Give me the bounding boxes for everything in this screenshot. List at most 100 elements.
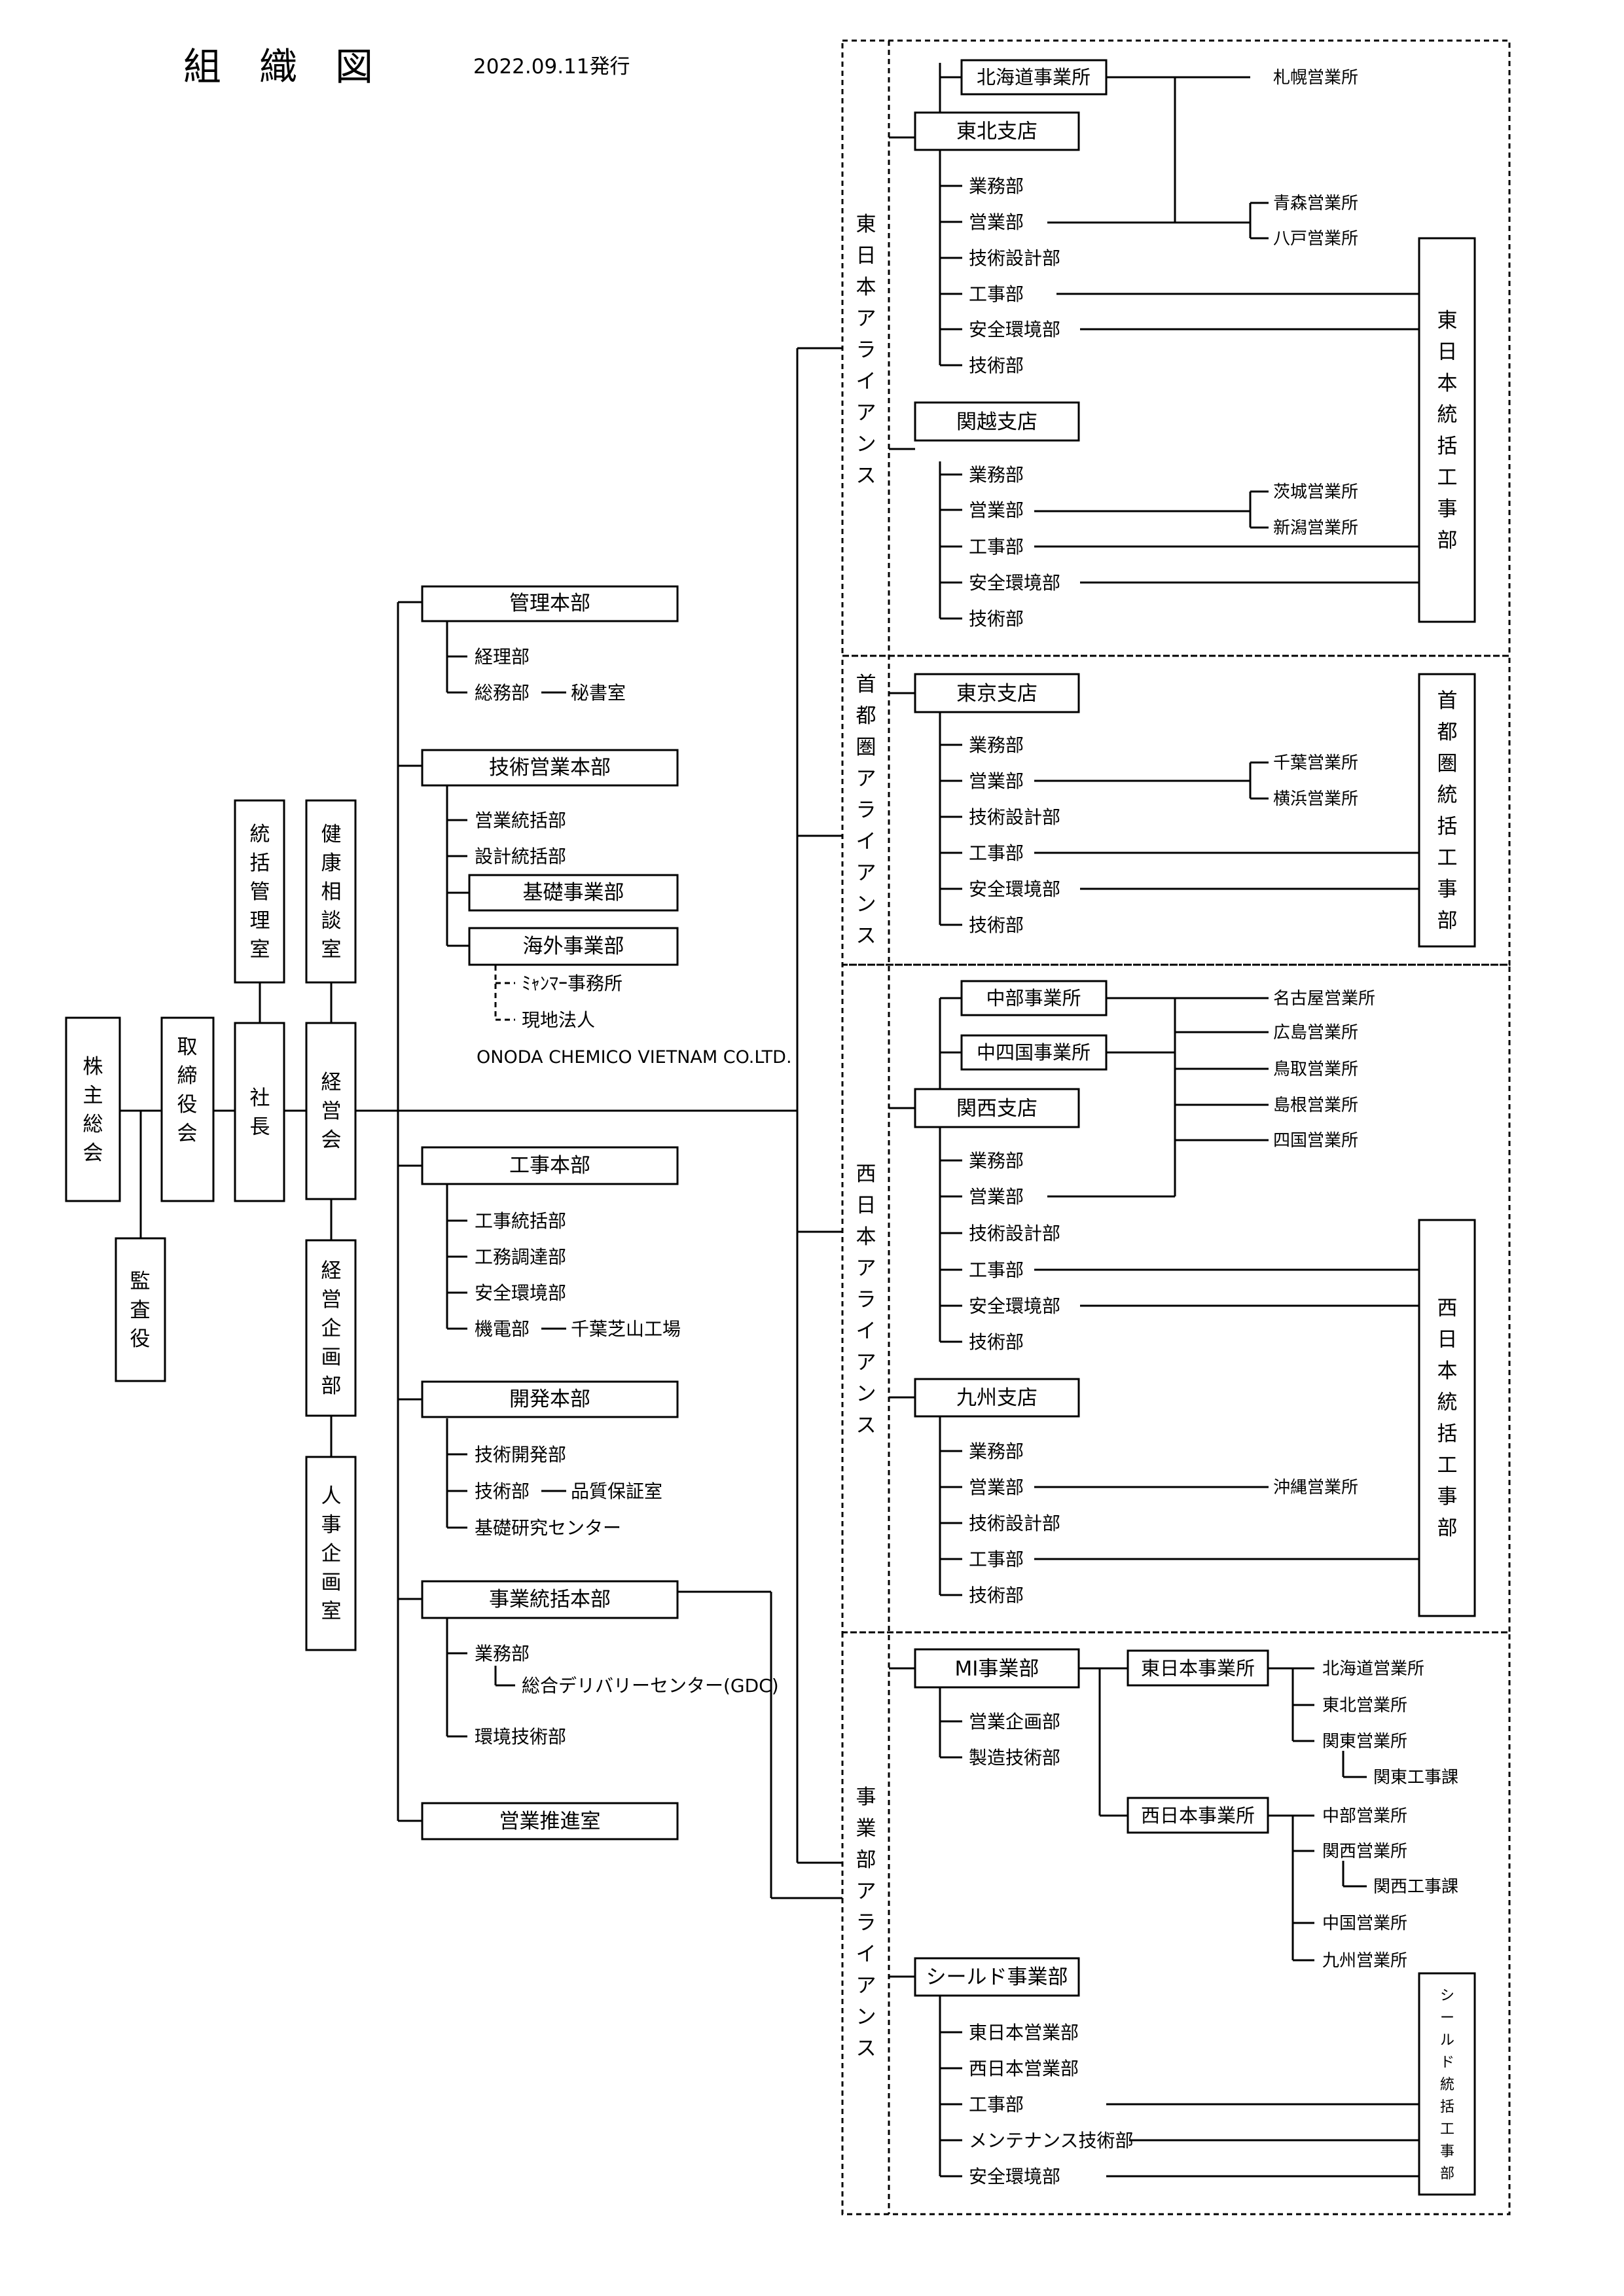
business-integration-hq-box: 事業統括本部 xyxy=(421,1580,679,1619)
gdc-center: 総合デリバリーセンター(GDC) xyxy=(522,1675,779,1696)
svg-text:業務部: 業務部 xyxy=(969,1150,1024,1172)
svg-text:中部事業所: 中部事業所 xyxy=(986,987,1081,1009)
local-subsidiary: 現地法人 xyxy=(522,1009,595,1031)
svg-text:技術営業本部: 技術営業本部 xyxy=(489,756,611,780)
svg-text:工事部: 工事部 xyxy=(969,1259,1024,1281)
overseas-division-box: 海外事業部 xyxy=(468,927,679,966)
basic-research-center: 基礎研究センター xyxy=(475,1517,621,1539)
svg-text:メンテナンス技術部: メンテナンス技術部 xyxy=(969,2130,1133,2151)
svg-text:シールド事業部: シールド事業部 xyxy=(926,1965,1068,1989)
shield-division-box: シールド事業部 xyxy=(914,1957,1080,1997)
svg-text:業務部: 業務部 xyxy=(969,464,1024,486)
svg-text:広島営業所: 広島営業所 xyxy=(1273,1023,1358,1043)
svg-text:安全環境部: 安全環境部 xyxy=(969,572,1060,594)
svg-text:工事本部: 工事本部 xyxy=(509,1154,590,1177)
development-hq-box: 開発本部 xyxy=(421,1380,679,1418)
sales-integration-dept: 営業統括部 xyxy=(475,810,566,831)
shareholders-meeting: 株主総会 xyxy=(65,1016,121,1202)
chubu-office-box: 中部事業所 xyxy=(960,980,1108,1016)
svg-text:東北営業所: 東北営業所 xyxy=(1322,1696,1407,1715)
svg-text:関西営業所: 関西営業所 xyxy=(1322,1842,1407,1861)
svg-text:海外事業部: 海外事業部 xyxy=(523,935,624,958)
auditor: 監査役 xyxy=(115,1237,166,1382)
svg-text:北海道事業所: 北海道事業所 xyxy=(977,66,1091,88)
okinawa-sales-office: 沖縄営業所 xyxy=(1273,1478,1358,1498)
svg-text:東日本事業所: 東日本事業所 xyxy=(1141,1657,1255,1679)
svg-text:社長: 社長 xyxy=(250,1086,270,1139)
foundation-division-box: 基礎事業部 xyxy=(468,874,679,912)
shield-construction-box: シールド統括工事部 xyxy=(1418,1972,1476,2196)
aomori-sales-office: 青森営業所 xyxy=(1273,194,1358,213)
svg-text:営業部: 営業部 xyxy=(969,1186,1024,1208)
svg-text:開発本部: 開発本部 xyxy=(509,1388,590,1411)
sapporo-sales-office: 札幌営業所 xyxy=(1273,68,1358,88)
svg-text:事業統括本部: 事業統括本部 xyxy=(489,1588,611,1611)
west-japan-alliance-label: 西日本アライアンス xyxy=(856,1162,876,1437)
accounting-dept: 経理部 xyxy=(475,646,530,668)
kyushu-branch-depts: 業務部 営業部 技術設計部 工事部 技術部 xyxy=(969,1441,1060,1606)
svg-text:関東営業所: 関東営業所 xyxy=(1322,1732,1407,1751)
svg-text:業務部: 業務部 xyxy=(969,1441,1024,1462)
svg-text:技術部: 技術部 xyxy=(969,608,1024,630)
svg-text:鳥取営業所: 鳥取営業所 xyxy=(1273,1060,1358,1079)
svg-text:東北支店: 東北支店 xyxy=(956,120,1038,143)
kanetsu-branch-box: 関越支店 xyxy=(914,401,1080,442)
svg-text:営業部: 営業部 xyxy=(969,211,1024,233)
connector-lines xyxy=(120,63,1419,2178)
svg-text:工事部: 工事部 xyxy=(969,283,1024,305)
svg-text:営業部: 営業部 xyxy=(969,1477,1024,1498)
kansai-branch-box: 関西支店 xyxy=(914,1088,1080,1128)
mi-division-box: MI事業部 xyxy=(914,1648,1080,1689)
svg-text:西日本営業部: 西日本営業部 xyxy=(969,2058,1079,2079)
svg-text:関越支店: 関越支店 xyxy=(956,410,1038,434)
east-division-sales-offices: 北海道営業所 東北営業所 関東営業所 関東工事課 xyxy=(1322,1659,1458,1787)
west-division-sales-offices: 中部営業所 関西営業所 関西工事課 中国営業所 九州営業所 xyxy=(1322,1806,1458,1971)
construction-hq-box: 工事本部 xyxy=(421,1146,679,1185)
yokohama-sales-office: 横浜営業所 xyxy=(1273,789,1358,809)
chiba-sales-office: 千葉営業所 xyxy=(1273,753,1358,773)
health-consultation-office: 健康相談室 xyxy=(305,799,357,984)
svg-text:工事部: 工事部 xyxy=(969,1549,1024,1570)
svg-text:関東工事課: 関東工事課 xyxy=(1373,1768,1458,1787)
svg-text:統括管理室: 統括管理室 xyxy=(250,823,270,961)
svg-text:西日本事業所: 西日本事業所 xyxy=(1141,1804,1255,1827)
svg-text:工事部: 工事部 xyxy=(969,536,1024,558)
svg-text:中四国事業所: 中四国事業所 xyxy=(977,1041,1091,1064)
capital-region-alliance-label: 首都圏アライアンス xyxy=(856,673,876,948)
svg-text:経営会: 経営会 xyxy=(321,1071,342,1152)
svg-text:九州営業所: 九州営業所 xyxy=(1322,1951,1407,1971)
svg-text:九州支店: 九州支店 xyxy=(956,1386,1038,1410)
svg-text:関西工事課: 関西工事課 xyxy=(1373,1877,1458,1897)
tokyo-branch-depts: 業務部 営業部 技術設計部 工事部 安全環境部 技術部 xyxy=(969,734,1060,936)
svg-text:安全環境部: 安全環境部 xyxy=(969,878,1060,900)
tech-development-dept: 技術開発部 xyxy=(475,1444,566,1465)
division-alliance-label: 事業部アライアンス xyxy=(856,1785,876,2060)
svg-text:東日本統括工事部: 東日本統括工事部 xyxy=(1437,309,1458,552)
hokkaido-office-box: 北海道事業所 xyxy=(960,59,1108,96)
kanetsu-branch-depts: 業務部 営業部 工事部 安全環境部 技術部 xyxy=(969,464,1060,630)
procurement-dept: 工務調達部 xyxy=(475,1246,566,1268)
west-japan-construction-box: 西日本統括工事部 xyxy=(1418,1219,1476,1617)
svg-text:技術部: 技術部 xyxy=(969,355,1024,376)
svg-text:業務部: 業務部 xyxy=(969,734,1024,756)
svg-text:北海道営業所: 北海道営業所 xyxy=(1322,1659,1424,1679)
tohoku-branch-depts: 業務部 営業部 技術設計部 工事部 安全環境部 技術部 xyxy=(969,175,1060,376)
east-japan-construction-box: 東日本統括工事部 xyxy=(1418,237,1476,623)
svg-text:工事部: 工事部 xyxy=(969,2094,1024,2115)
page-title: 組 織 図 xyxy=(183,45,373,89)
svg-text:技術部: 技術部 xyxy=(969,914,1024,936)
svg-text:監査役: 監査役 xyxy=(130,1270,151,1351)
svg-text:中国営業所: 中国営業所 xyxy=(1322,1914,1407,1933)
chushikoku-office-box: 中四国事業所 xyxy=(960,1034,1108,1071)
svg-text:人事企画室: 人事企画室 xyxy=(321,1484,342,1623)
svg-text:技術設計部: 技術設計部 xyxy=(969,1513,1060,1534)
alliance-frames xyxy=(841,39,1511,2215)
svg-text:取締役会: 取締役会 xyxy=(177,1035,198,1145)
hr-planning-office: 人事企画室 xyxy=(305,1456,357,1651)
safety-environment-dept: 安全環境部 xyxy=(475,1282,566,1304)
construction-integration-dept: 工事統括部 xyxy=(475,1210,566,1232)
svg-text:技術設計部: 技術設計部 xyxy=(969,806,1060,828)
svg-text:経営企画部: 経営企画部 xyxy=(321,1259,342,1398)
east-japan-alliance-label: 東日本アライアンス xyxy=(856,213,876,488)
admin-hq-box: 管理本部 xyxy=(421,585,679,622)
